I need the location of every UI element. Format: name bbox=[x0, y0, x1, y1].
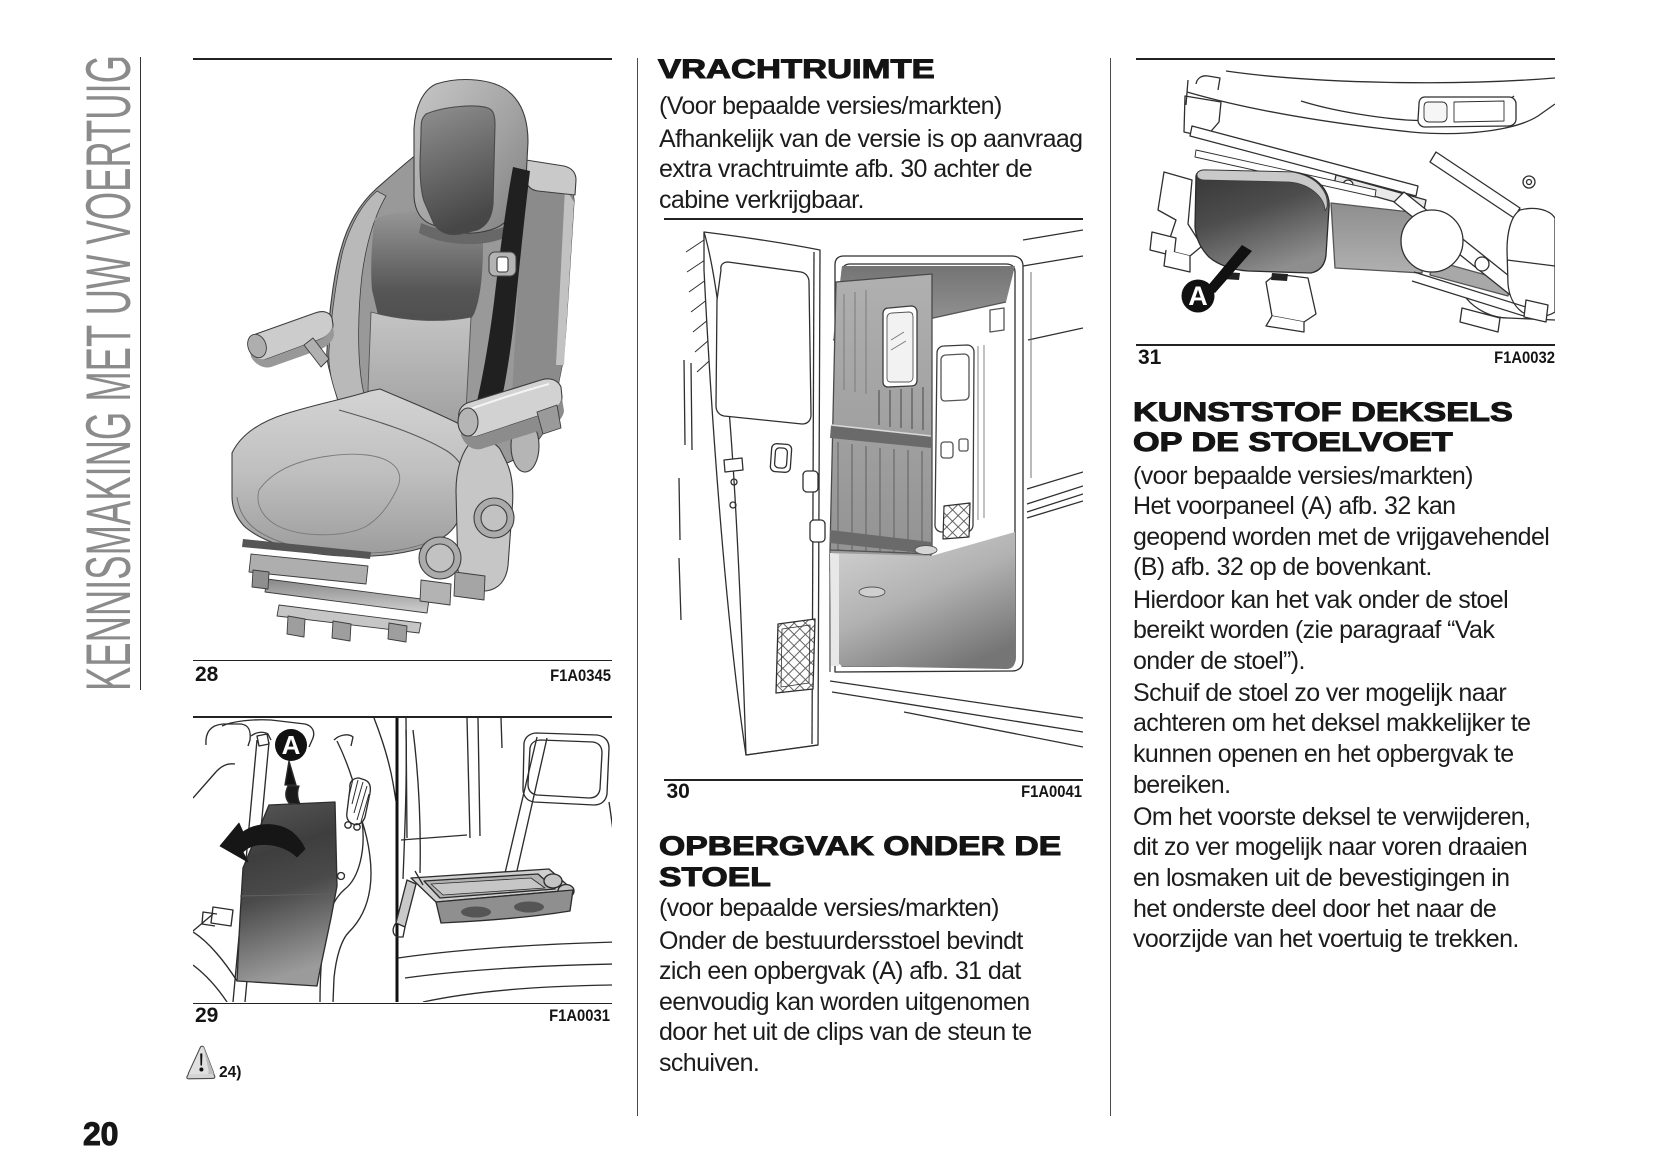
svg-text:A: A bbox=[1188, 281, 1208, 311]
svg-text:A: A bbox=[282, 730, 301, 760]
